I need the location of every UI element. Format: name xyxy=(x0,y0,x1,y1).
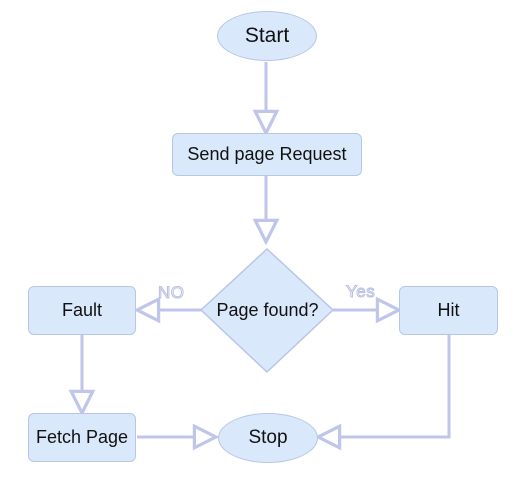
decision-label: Page found? xyxy=(216,299,319,320)
decision-diamond xyxy=(199,247,335,374)
stop-label: Stop xyxy=(248,427,288,448)
fault-node: Fault xyxy=(28,286,136,335)
fetch-page-node: Fetch Page xyxy=(28,413,136,462)
send-request-node: Send page Request xyxy=(172,133,362,176)
stop-node: Stop xyxy=(218,413,318,463)
start-label: Start xyxy=(244,24,290,47)
fault-label: Fault xyxy=(61,300,103,320)
edge-label-yes: Yes xyxy=(345,282,376,302)
edge-hit-to-stop xyxy=(318,335,451,437)
start-node: Start xyxy=(217,11,317,61)
fetch-page-label: Fetch Page xyxy=(35,427,129,447)
edge-label-no: NO xyxy=(158,283,185,303)
hit-label: Hit xyxy=(437,300,460,320)
decision-node: Page found? xyxy=(201,290,334,330)
hit-node: Hit xyxy=(399,286,498,335)
send-request-label: Send page Request xyxy=(187,144,347,164)
